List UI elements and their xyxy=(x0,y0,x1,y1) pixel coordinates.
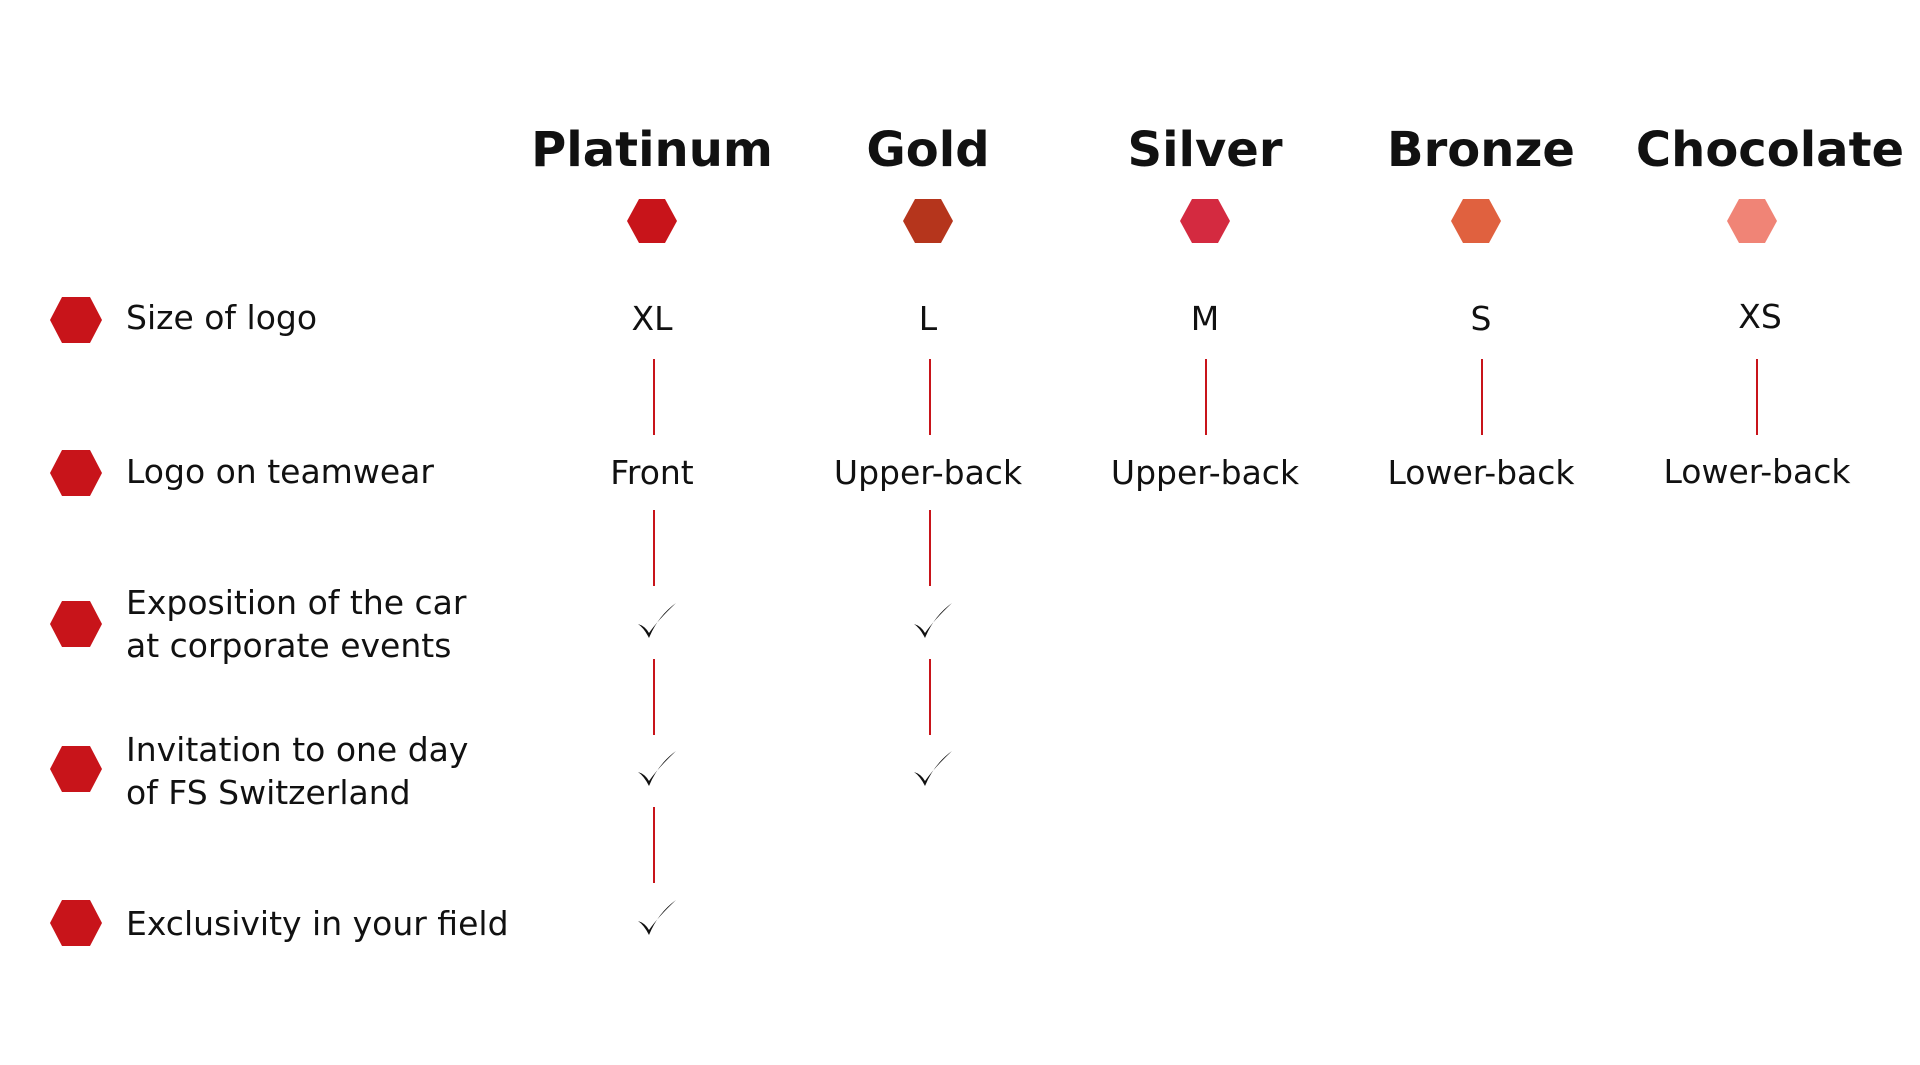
row-label-line: at corporate events xyxy=(126,626,452,665)
checkmark-icon xyxy=(634,748,678,792)
hexagon-bullet-icon xyxy=(49,899,103,947)
row-label-logo-on-teamwear: Logo on teamwear xyxy=(126,450,434,493)
tier-badge-shape xyxy=(1727,199,1777,243)
connector-line xyxy=(929,359,931,435)
cell-size-gold: L xyxy=(918,299,938,338)
checkmark-icon xyxy=(634,897,678,941)
row-label-line: of FS Switzerland xyxy=(126,773,411,812)
tier-name-platinum: Platinum xyxy=(531,122,773,178)
tier-badge-gold-hexagon-icon xyxy=(902,198,954,244)
connector-line xyxy=(1756,359,1758,435)
connector-line xyxy=(653,510,655,586)
cell-size-chocolate: XS xyxy=(1738,297,1782,336)
connector-line xyxy=(653,659,655,735)
tier-badge-chocolate-hexagon-icon xyxy=(1726,198,1778,244)
tier-badge-shape xyxy=(903,199,953,243)
cell-teamwear-gold: Upper-back xyxy=(833,453,1023,492)
tier-name-silver: Silver xyxy=(1127,122,1283,178)
row-label-exposition-of-the-car: Exposition of the car at corporate event… xyxy=(126,581,466,667)
tier-badge-bronze-hexagon-icon xyxy=(1450,198,1502,244)
tier-badge-silver-hexagon-icon xyxy=(1179,198,1231,244)
tier-badge-shape xyxy=(627,199,677,243)
row-label-exclusivity-in-your-field: Exclusivity in your field xyxy=(126,902,509,945)
cell-teamwear-platinum: Front xyxy=(610,453,694,492)
cell-teamwear-chocolate: Lower-back xyxy=(1663,452,1851,491)
row-label-line: Invitation to one day xyxy=(126,730,469,769)
checkmark-icon xyxy=(634,600,678,644)
row-label-line: Logo on teamwear xyxy=(126,452,434,491)
cell-teamwear-bronze: Lower-back xyxy=(1387,453,1575,492)
row-label-line: Exposition of the car xyxy=(126,583,467,622)
connector-line xyxy=(653,807,655,883)
connector-line xyxy=(929,510,931,586)
tier-badge-platinum-hexagon-icon xyxy=(626,198,678,244)
checkmark-icon xyxy=(910,600,954,644)
tier-badge-shape xyxy=(1451,199,1501,243)
connector-line xyxy=(1205,359,1207,435)
tier-name-bronze: Bronze xyxy=(1387,122,1575,178)
connector-line xyxy=(653,359,655,435)
row-label-invitation-to-one-day: Invitation to one day of FS Switzerland xyxy=(126,728,468,814)
row-label-line: Exclusivity in your field xyxy=(126,904,509,943)
tier-badge-shape xyxy=(1180,199,1230,243)
connector-line xyxy=(1481,359,1483,435)
tier-name-chocolate: Chocolate xyxy=(1635,122,1905,178)
cell-teamwear-silver: Upper-back xyxy=(1110,453,1300,492)
row-label-size-of-logo: Size of logo xyxy=(126,296,317,339)
hexagon-bullet-icon xyxy=(49,745,103,793)
hexagon-bullet-icon xyxy=(49,449,103,497)
cell-size-platinum: XL xyxy=(631,299,673,338)
hexagon-bullet-icon xyxy=(49,296,103,344)
hexagon-bullet-icon xyxy=(49,600,103,648)
connector-line xyxy=(929,659,931,735)
row-label-line: Size of logo xyxy=(126,298,318,337)
cell-size-bronze: S xyxy=(1470,299,1492,338)
checkmark-icon xyxy=(910,748,954,792)
tier-name-gold: Gold xyxy=(866,122,990,178)
cell-size-silver: M xyxy=(1190,299,1220,338)
